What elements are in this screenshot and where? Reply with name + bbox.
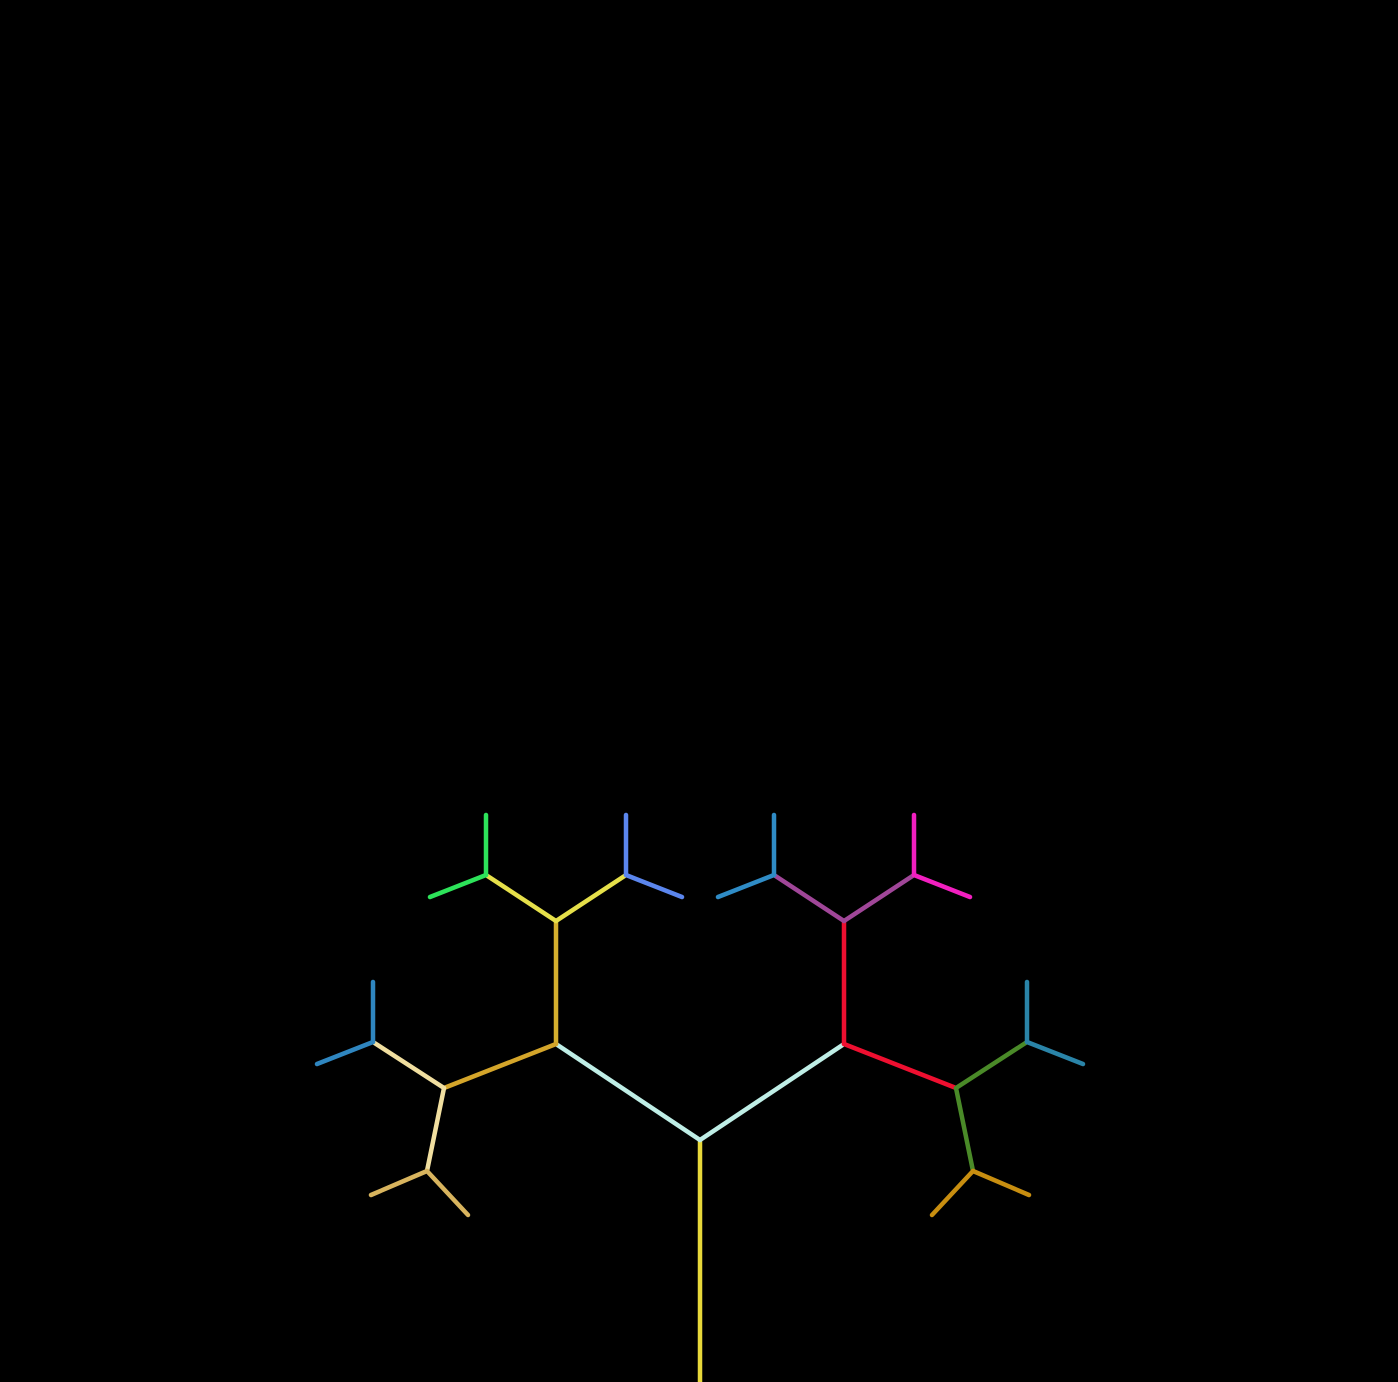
right-out-down-branch: [953, 1085, 976, 1174]
left-up-right-branch: [553, 872, 629, 924]
left-out-down-branch: [424, 1085, 447, 1174]
right-up-left-branch: [771, 872, 847, 924]
left-out-branch: [441, 1041, 559, 1091]
left-out-up-out-twig: [314, 1039, 376, 1067]
left-up-left-branch: [483, 872, 559, 924]
left-main-branch: [553, 1041, 703, 1143]
left-up-right-out-twig: [623, 872, 685, 900]
right-main-branch: [697, 1041, 847, 1143]
right-out-up-branch: [953, 1039, 1030, 1091]
left-out-down-left-twig: [368, 1168, 430, 1198]
left-out-down-right-twig: [424, 1168, 471, 1218]
left-out-up-branch: [370, 1039, 447, 1091]
right-up-left-out-twig: [715, 872, 777, 900]
right-out-branch: [841, 1041, 959, 1091]
left-up-left-out-twig: [427, 872, 489, 900]
right-out-up-out-twig: [1024, 1039, 1086, 1067]
right-out-down-left-twig: [929, 1168, 976, 1218]
right-out-down-right-twig: [970, 1168, 1032, 1198]
right-up-right-branch: [841, 872, 917, 924]
right-up-right-out-twig: [911, 872, 973, 900]
